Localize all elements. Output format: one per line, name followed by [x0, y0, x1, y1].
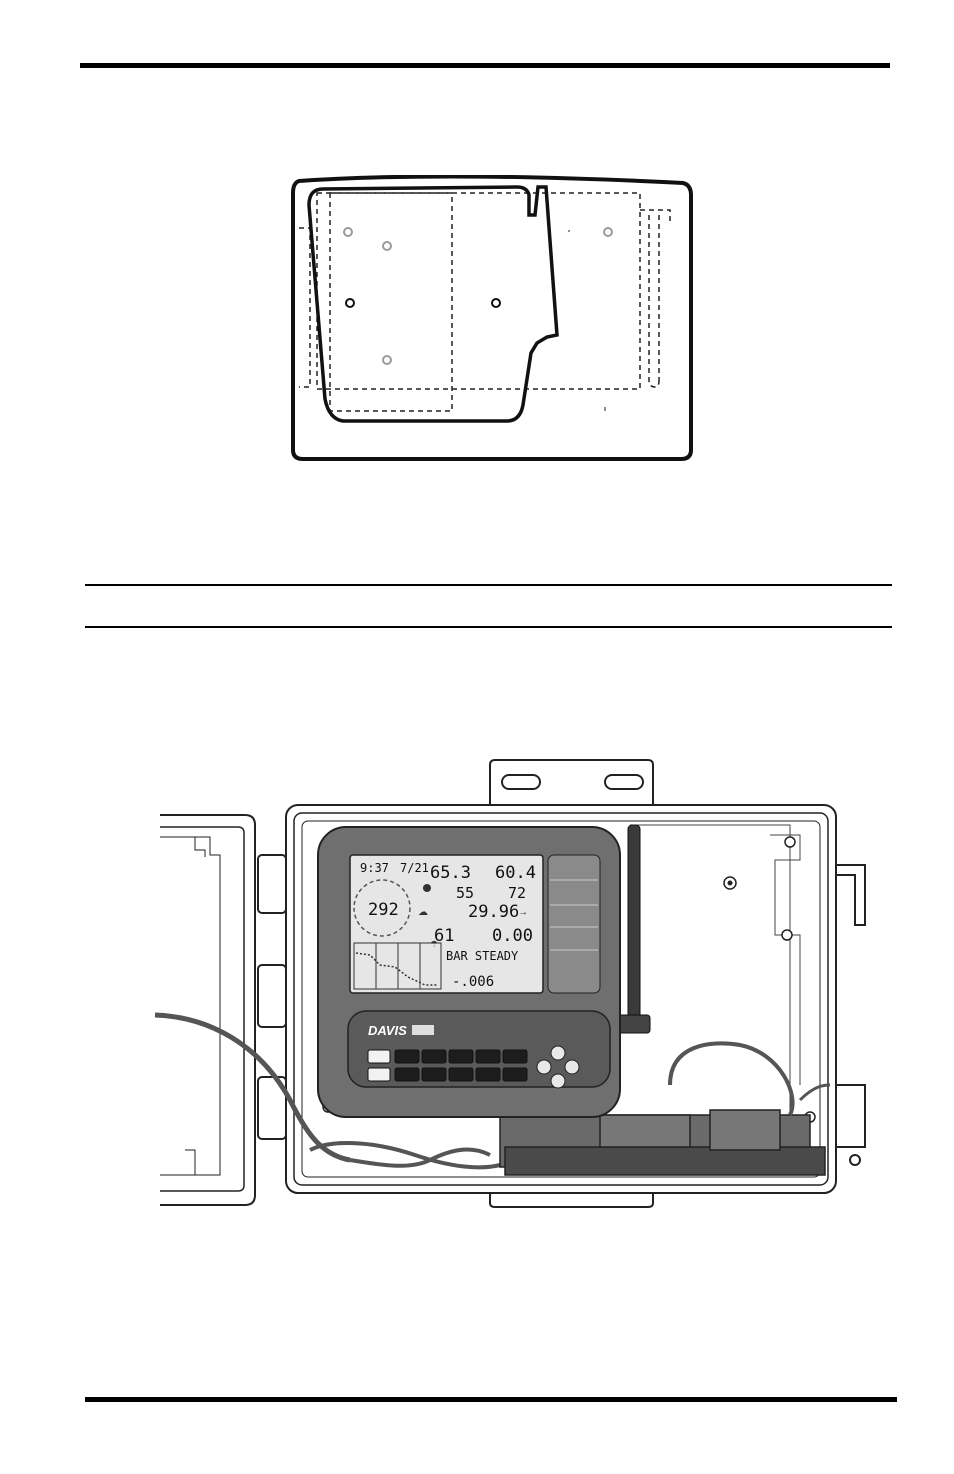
mounting-template-figure [285, 175, 700, 470]
key-dark[interactable] [395, 1050, 419, 1063]
lcd-rain: 0.00 [492, 926, 533, 946]
trend-arrow-icon: → [518, 907, 528, 918]
bottom-rule [85, 1397, 897, 1402]
lcd-trend-value: -.006 [452, 974, 494, 990]
lcd-date: 7/21 [400, 861, 429, 875]
cloud-icon: ☁ [418, 907, 428, 918]
key-dark[interactable] [395, 1068, 419, 1081]
key-light-2[interactable] [368, 1068, 390, 1081]
arrow-right-button[interactable] [565, 1060, 579, 1074]
lcd-forecast-text: BAR STEADY [446, 949, 519, 963]
lcd-temp-out: 65.3 [430, 863, 471, 883]
key-dark[interactable] [449, 1050, 473, 1063]
lcd-wind-speed: 292 [368, 900, 399, 920]
arrow-up-button[interactable] [551, 1046, 565, 1060]
section-rule-bottom [85, 626, 892, 628]
housing-outline [293, 176, 691, 459]
key-dark[interactable] [476, 1068, 500, 1081]
key-dark[interactable] [503, 1050, 527, 1063]
key-dark[interactable] [476, 1050, 500, 1063]
key-light-1[interactable] [368, 1050, 390, 1063]
section-rule-top [85, 584, 892, 586]
key-dark[interactable] [503, 1068, 527, 1081]
key-dark[interactable] [422, 1050, 446, 1063]
key-dark[interactable] [449, 1068, 473, 1081]
top-rule [80, 63, 890, 68]
lcd-side-panel [548, 855, 600, 993]
lcd-temp-in: 60.4 [495, 863, 536, 883]
console-in-enclosure-figure: 9:37 7/21 65.3 60.4 55 72 292 29.96 61 0… [150, 755, 880, 1215]
umbrella-icon: ☂ [430, 939, 438, 949]
lcd-time: 9:37 [360, 861, 389, 875]
lcd-humidity-out: 55 [456, 884, 474, 902]
arrow-down-button[interactable] [551, 1074, 565, 1088]
lcd-barometer: 29.96 [468, 902, 519, 922]
arrow-left-button[interactable] [537, 1060, 551, 1074]
console-brand-logo: DAVIS [368, 1023, 407, 1038]
key-dark[interactable] [422, 1068, 446, 1081]
lcd-humidity-in: 72 [508, 884, 526, 902]
